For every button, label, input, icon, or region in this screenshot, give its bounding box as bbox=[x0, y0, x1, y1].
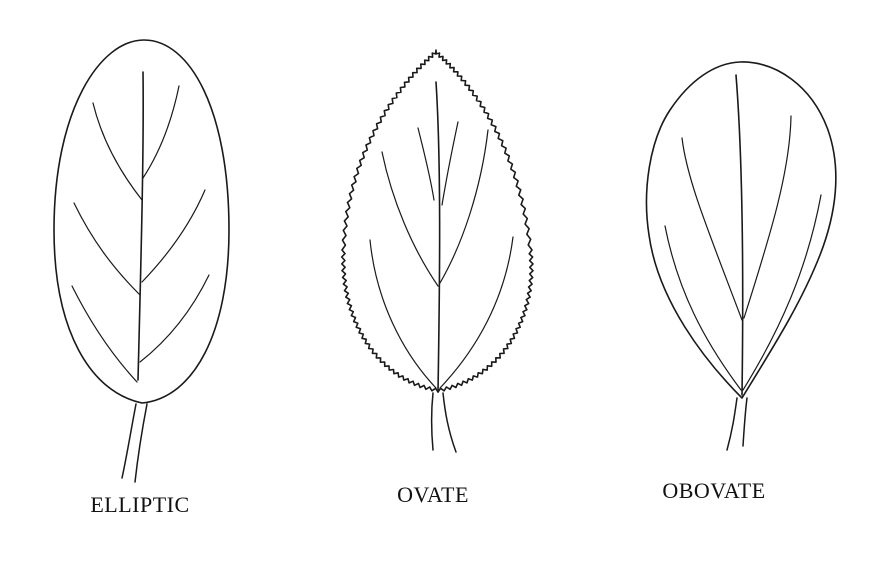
ovate-leaf-vein bbox=[417, 127, 435, 201]
elliptic-leaf bbox=[53, 39, 230, 483]
ovate-leaf-vein bbox=[369, 239, 437, 389]
obovate-leaf-outline bbox=[645, 61, 837, 399]
obovate-leaf-stem bbox=[742, 397, 748, 447]
ovate-label: OVATE bbox=[397, 482, 469, 507]
elliptic-leaf-vein bbox=[92, 102, 143, 201]
ovate-leaf-vein bbox=[441, 121, 459, 206]
obovate-leaf-vein bbox=[664, 225, 742, 391]
ovate-leaf-midrib bbox=[435, 81, 441, 393]
elliptic-leaf-outline bbox=[53, 39, 230, 404]
obovate-leaf-vein bbox=[743, 115, 792, 319]
elliptic-leaf-midrib bbox=[137, 71, 144, 381]
ovate-leaf-stem bbox=[442, 392, 457, 453]
elliptic-label: ELLIPTIC bbox=[90, 492, 190, 517]
elliptic-leaf-vein bbox=[142, 85, 180, 179]
elliptic-leaf-vein bbox=[71, 285, 138, 383]
obovate-leaf-vein bbox=[742, 194, 822, 391]
obovate-leaf-vein bbox=[681, 137, 743, 321]
obovate-leaf bbox=[645, 61, 837, 451]
elliptic-leaf-vein bbox=[73, 202, 141, 296]
elliptic-leaf-stem bbox=[121, 403, 137, 479]
ovate-leaf-vein bbox=[439, 129, 489, 284]
elliptic-leaf-vein bbox=[141, 189, 206, 283]
obovate-leaf-midrib bbox=[735, 74, 744, 396]
obovate-leaf-stem bbox=[726, 397, 738, 451]
elliptic-leaf-stem bbox=[134, 403, 148, 483]
obovate-label: OBOVATE bbox=[662, 478, 766, 503]
ovate-leaf-stem bbox=[430, 392, 434, 451]
ovate-leaf-vein bbox=[439, 236, 514, 389]
ovate-leaf bbox=[340, 49, 534, 453]
elliptic-leaf-vein bbox=[139, 274, 210, 363]
ovate-leaf-vein bbox=[381, 151, 439, 287]
